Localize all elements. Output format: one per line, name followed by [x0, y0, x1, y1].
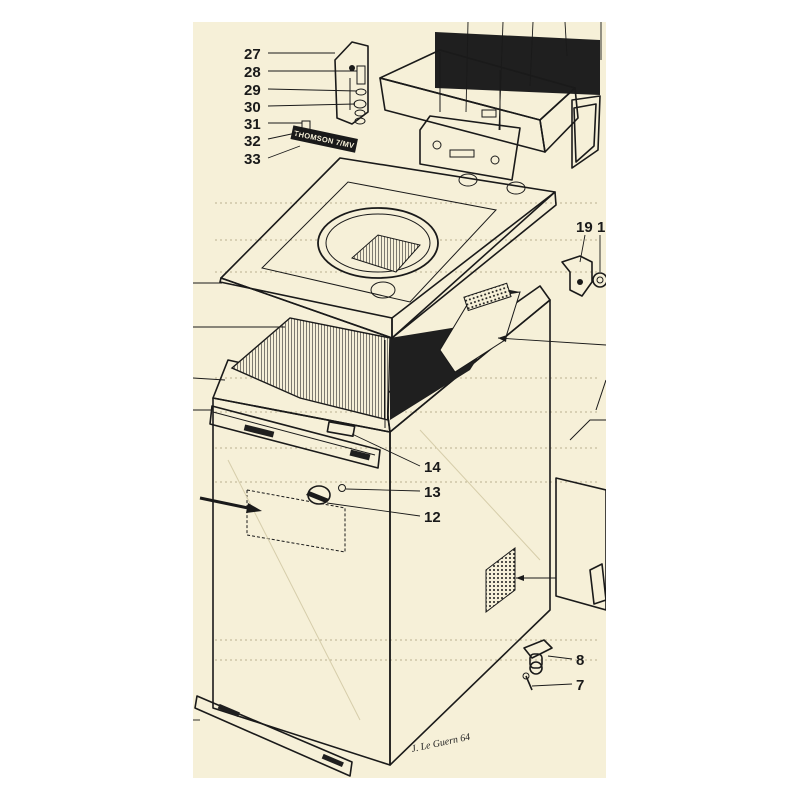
callout-12: 12	[424, 509, 441, 526]
callout-labels: 27 28 29 30 31 32 33 19 1 14 13 12 8 7	[244, 46, 605, 694]
callout-31: 31	[244, 116, 261, 133]
exploded-view-drawing: THOMSON 7/MV	[193, 22, 606, 777]
diagram-sheet: THOMSON 7/MV	[193, 22, 606, 778]
callout-32: 32	[244, 133, 261, 150]
top-lid	[219, 157, 557, 339]
nameplate: THOMSON 7/MV	[290, 125, 358, 153]
small-parts-group: THOMSON 7/MV	[290, 41, 369, 153]
control-console	[379, 22, 602, 181]
callout-19: 19	[576, 219, 593, 236]
callout-27: 27	[244, 46, 261, 63]
callout-7: 7	[576, 677, 584, 694]
cabinet-body	[194, 282, 551, 777]
leader-arrows	[193, 282, 606, 721]
callout-33: 33	[244, 151, 261, 168]
background-parts-list	[215, 202, 600, 661]
callout-8: 8	[576, 652, 584, 669]
callout-leaders	[267, 52, 601, 687]
callout-14: 14	[424, 459, 441, 476]
callout-29: 29	[244, 82, 261, 99]
artist-signature: J. Le Guern 64	[410, 732, 471, 755]
callout-13: 13	[424, 484, 441, 501]
bracket-19	[561, 255, 593, 297]
callout-30: 30	[244, 99, 261, 116]
callout-28: 28	[244, 64, 261, 81]
screw-7	[522, 672, 533, 691]
callout-1: 1	[597, 219, 605, 236]
washer-1	[592, 272, 606, 288]
side-panel-partial	[555, 379, 606, 611]
caster-wheel	[523, 639, 553, 675]
